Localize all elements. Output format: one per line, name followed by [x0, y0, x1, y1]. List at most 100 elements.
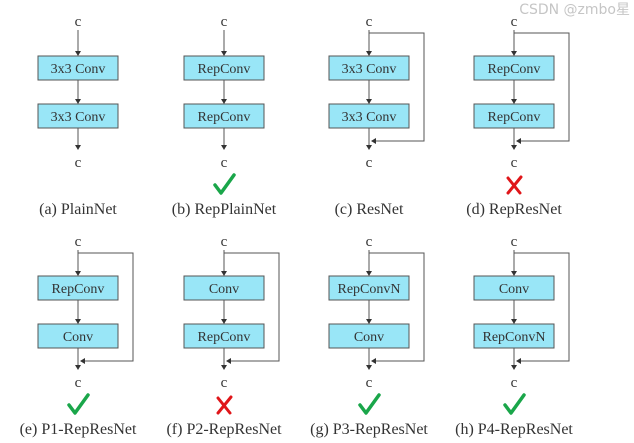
arrow-head: [75, 99, 81, 104]
caption: (b) RepPlainNet: [172, 201, 277, 218]
check-icon: [503, 393, 526, 415]
residual-arrow-head: [516, 138, 521, 144]
block-box: [183, 55, 265, 81]
arrow-head: [511, 271, 517, 276]
block-box: [37, 103, 119, 129]
output-label: c: [221, 375, 228, 391]
block-label: 3x3 Conv: [51, 62, 106, 77]
output-label: c: [511, 155, 518, 171]
residual-connection: [369, 252, 425, 362]
block-label: RepConv: [198, 62, 251, 77]
check-icon: [358, 393, 381, 415]
arrow-head: [221, 99, 227, 104]
arrow-head: [221, 271, 227, 276]
output-label: c: [75, 155, 82, 171]
block: 3x3 Conv: [328, 55, 410, 81]
caption: (h) P4-RepResNet: [455, 421, 573, 438]
block-label: 3x3 Conv: [342, 62, 397, 77]
arrow-head: [366, 319, 372, 324]
caption: (g) P3-RepResNet: [310, 421, 428, 438]
block: Conv: [473, 275, 555, 301]
block-label: RepConv: [198, 330, 251, 345]
input-label: c: [221, 234, 228, 250]
block-label: RepConv: [198, 110, 251, 125]
arrow-head: [75, 145, 81, 150]
output-label: c: [75, 375, 82, 391]
cross-stroke: [506, 175, 523, 195]
arrow-head: [366, 99, 372, 104]
check-icon: [213, 173, 236, 195]
input-label: c: [75, 14, 82, 30]
caption: (f) P2-RepResNet: [166, 421, 282, 438]
cross-stroke: [216, 395, 233, 415]
block-box: [183, 103, 265, 129]
residual-connection: [514, 252, 570, 362]
block: RepConv: [473, 103, 555, 129]
block-label: 3x3 Conv: [51, 110, 106, 125]
block-box: [328, 103, 410, 129]
check-icon: [67, 393, 90, 415]
arrow-head: [511, 365, 517, 370]
cross-icon: [216, 395, 233, 415]
block: Conv: [37, 323, 119, 349]
arrow-head: [511, 145, 517, 150]
block: RepConv: [37, 275, 119, 301]
arrow-head: [221, 365, 227, 370]
block-label: 3x3 Conv: [342, 110, 397, 125]
residual-arrow-head: [226, 358, 231, 364]
output-label: c: [366, 375, 373, 391]
residual-arrow-head: [371, 358, 376, 364]
input-label: c: [511, 14, 518, 30]
arrow-head: [75, 51, 81, 56]
arrow-head: [75, 271, 81, 276]
block: 3x3 Conv: [37, 55, 119, 81]
output-label: c: [221, 155, 228, 171]
residual-arrow-head: [80, 358, 85, 364]
block-label: Conv: [209, 282, 239, 297]
block-box: [183, 275, 265, 301]
block: 3x3 Conv: [328, 103, 410, 129]
arrow-head: [511, 99, 517, 104]
block: RepConvN: [328, 275, 410, 301]
block: Conv: [183, 275, 265, 301]
output-label: c: [511, 375, 518, 391]
arrow-head: [221, 51, 227, 56]
arrow-head: [75, 365, 81, 370]
block-box: [37, 275, 119, 301]
arrow-head: [511, 51, 517, 56]
block-label: Conv: [354, 330, 384, 345]
residual-connection: [514, 32, 570, 142]
residual-connection: [78, 252, 134, 362]
block-label: Conv: [63, 330, 93, 345]
input-label: c: [366, 234, 373, 250]
arrow-head: [221, 319, 227, 324]
arrow-head: [366, 365, 372, 370]
cross-icon: [506, 175, 523, 195]
input-label: c: [366, 14, 373, 30]
input-label: c: [221, 14, 228, 30]
arrow-head: [366, 51, 372, 56]
block-box: [328, 55, 410, 81]
block-label: RepConv: [488, 62, 541, 77]
block: RepConv: [473, 55, 555, 81]
arrow-head: [366, 271, 372, 276]
arrow-head: [366, 145, 372, 150]
caption: (e) P1-RepResNet: [20, 421, 137, 438]
block-box: [183, 323, 265, 349]
residual-connection: [369, 32, 425, 142]
block: Conv: [328, 323, 410, 349]
input-label: c: [511, 234, 518, 250]
block-label: RepConv: [52, 282, 105, 297]
block: RepConv: [183, 103, 265, 129]
arrow-head: [221, 145, 227, 150]
block: RepConv: [183, 55, 265, 81]
watermark: CSDN @zmbo星: [519, 2, 630, 18]
